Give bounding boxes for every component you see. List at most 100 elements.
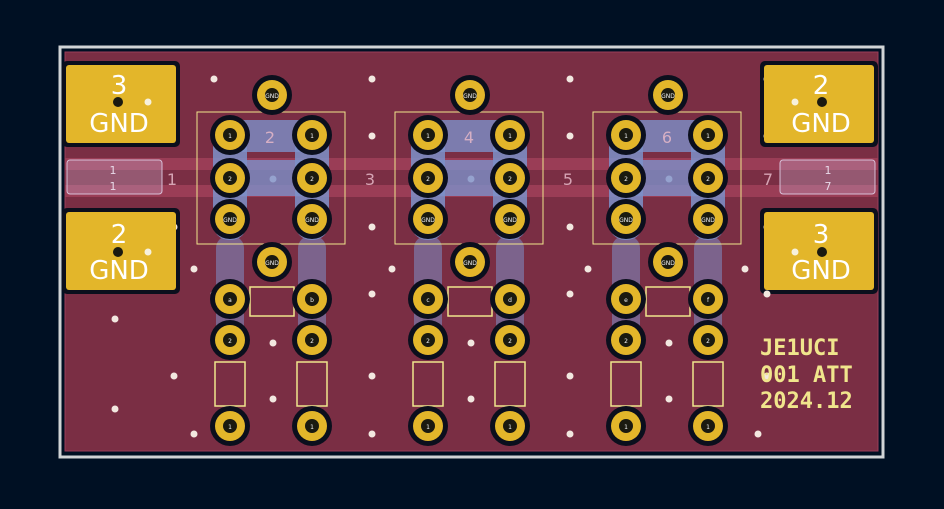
section-3-header-l2-label: GND [619, 217, 633, 224]
section-2-pin-c-3-hole [421, 419, 435, 433]
section-2-gnd-top-pad-label: GND [463, 93, 477, 100]
corner-pad-number-tr: 2 [813, 71, 830, 101]
section-1-gnd-top-pad-hole [265, 88, 279, 102]
stitch-via-27 [467, 395, 475, 403]
corner-pad-net-br: GND [791, 256, 851, 286]
net-label-2: 2 [265, 128, 275, 147]
section-2-header-r1-hole [503, 171, 517, 185]
section-2-header-r2-hole [503, 212, 517, 226]
section-1-gnd-mid-pad-hole [265, 255, 279, 269]
edge-connector-left-label2: 1 [110, 180, 117, 193]
stitch-via-0 [210, 75, 218, 83]
section-3-pin-e-2-label: 2 [624, 338, 628, 345]
stitch-via-33 [754, 430, 762, 438]
section-2-pin-d-3-hole [503, 419, 517, 433]
section-3-gnd-mid-pad-label: GND [661, 260, 675, 267]
stitch-via-20 [467, 339, 475, 347]
section-3-header-r0-label: 1 [706, 133, 710, 140]
stitch-via-22 [170, 372, 178, 380]
section-1-header-l0-label: 1 [228, 133, 232, 140]
section-1-header-l1-hole [223, 171, 237, 185]
edge-connector-left-label1: 1 [110, 164, 117, 177]
net-label-7: 7 [763, 170, 773, 189]
board-text-line1: JE1UCI [760, 336, 839, 361]
section-3-header-r1-label: 2 [706, 176, 710, 183]
board-text-line3: 2024.12 [760, 389, 853, 414]
section-1-header-r0-label: 1 [310, 133, 314, 140]
edge-connector-right-label2: 7 [825, 180, 832, 193]
board-text-block: JE1UCI 001 ATT 2024.12 [760, 336, 853, 414]
corner-pad-number-bl: 2 [111, 220, 128, 250]
stitch-via-30 [190, 430, 198, 438]
section-2-gnd-mid-pad-hole [463, 255, 477, 269]
section-1-header-l2-hole [223, 212, 237, 226]
section-2-pin-c-1-label: c [426, 297, 429, 304]
section-3-pin-f-2-label: 2 [706, 338, 710, 345]
section-3-pin-e-3-hole [619, 419, 633, 433]
section-3-header-l1-hole [619, 171, 633, 185]
corner-pad-hole-tl [113, 97, 123, 107]
section-1-pin-a-1-hole [223, 292, 237, 306]
stitch-via-23 [368, 372, 376, 380]
corner-pad-via-tr [791, 98, 799, 106]
stitch-via-36 [763, 290, 771, 298]
section-3-gnd-mid-pad-hole [661, 255, 675, 269]
section-1-header-r1-label: 2 [310, 176, 314, 183]
stitch-via-16 [584, 265, 592, 273]
corner-pad-net-bl: GND [89, 256, 149, 286]
net-label-3: 3 [365, 170, 375, 189]
stitch-via-26 [269, 395, 277, 403]
corner-pad-net-tr: GND [791, 109, 851, 139]
edge-connector-right [779, 159, 876, 195]
net-label-1: 1 [167, 170, 177, 189]
corner-pad-hole-br [817, 247, 827, 257]
section-1-pin-a-3-label: 1 [228, 424, 232, 431]
section-1-pin-b-3-hole [305, 419, 319, 433]
section-2-pin-c-2-label: 2 [426, 338, 430, 345]
section-3-gnd-top-pad-hole [661, 88, 675, 102]
section-2-pin-d-3-label: 1 [508, 424, 512, 431]
section-1-header-l2-label: GND [223, 217, 237, 224]
section-3-pin-f-1-hole [701, 292, 715, 306]
section-1-pin-a-2-hole [223, 333, 237, 347]
section-3-pin-e-3-label: 1 [624, 424, 628, 431]
section-2-header-r1-label: 2 [508, 176, 512, 183]
section-3-header-l2-hole [619, 212, 633, 226]
section-2-header-r2-label: GND [503, 217, 517, 224]
corner-pad-via-bl [144, 248, 152, 256]
section-2-pin-c-2-hole [421, 333, 435, 347]
section-1-gnd-top-pad-label: GND [265, 93, 279, 100]
stitch-via-17 [741, 265, 749, 273]
section-2-header-r0-hole [503, 128, 517, 142]
section-1-pin-b-1-label: b [310, 297, 314, 304]
edge-connector-right-label1: 1 [825, 164, 832, 177]
stitch-via-24 [566, 372, 574, 380]
section-3-pin-f-1-label: f [707, 297, 710, 304]
stitch-via-2 [566, 75, 574, 83]
stitch-via-4 [368, 132, 376, 140]
stitch-via-18 [111, 315, 119, 323]
section-2-header-l2-hole [421, 212, 435, 226]
stitch-via-1 [368, 75, 376, 83]
section-1-pin-b-2-hole [305, 333, 319, 347]
section-2-header-l0-hole [421, 128, 435, 142]
section-2-header-l1-label: 2 [426, 176, 430, 183]
stitch-via-35 [566, 290, 574, 298]
stitch-via-19 [269, 339, 277, 347]
section-1-header-l1-label: 2 [228, 176, 232, 183]
section-2-header-l1-hole [421, 171, 435, 185]
section-3-header-l1-label: 2 [624, 176, 628, 183]
corner-pad-via-tl [144, 98, 152, 106]
corner-pad-net-tl: GND [89, 109, 149, 139]
section-3-pin-f-3-hole [701, 419, 715, 433]
section-1-header-r2-label: GND [305, 217, 319, 224]
section-2-pin-c-1-hole [421, 292, 435, 306]
section-2-header-r0-label: 1 [508, 133, 512, 140]
corner-pad-hole-tr [817, 97, 827, 107]
corner-pad-hole-bl [113, 247, 123, 257]
section-2-gnd-mid-pad-label: GND [463, 260, 477, 267]
corner-pad-number-tl: 3 [111, 71, 128, 101]
section-3-pin-f-2-hole [701, 333, 715, 347]
